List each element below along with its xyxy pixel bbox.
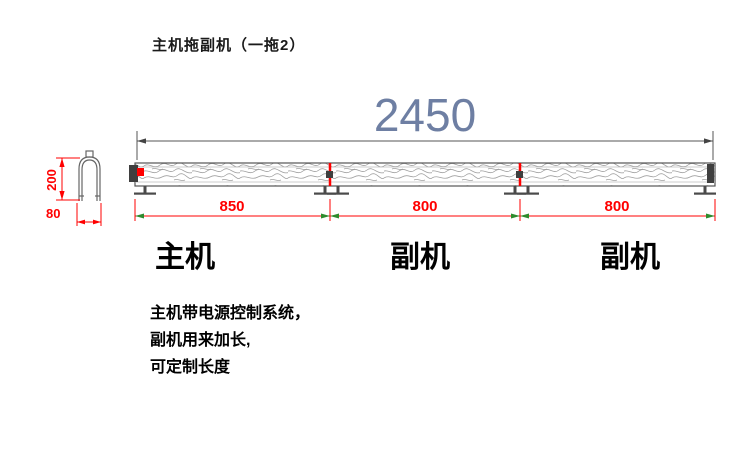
note-line-3: 可定制长度 <box>150 359 231 376</box>
dim-segment-1-value: 850 <box>219 198 245 215</box>
joint-connector-2 <box>516 171 523 178</box>
end-view-inner <box>81 159 98 201</box>
label-aux-unit-1: 副机 <box>390 241 450 274</box>
power-connector <box>137 168 144 176</box>
note-line-2: 副机用来加长, <box>150 332 251 349</box>
label-aux-unit-2: 副机 <box>600 241 660 274</box>
end-view-outer <box>78 156 101 201</box>
dim-overall-value: 2450 <box>373 89 477 141</box>
dim-height-lines <box>56 157 80 201</box>
end-view <box>78 150 101 201</box>
beam-assembly <box>129 162 716 187</box>
drive-head <box>129 165 138 182</box>
right-end-cap <box>707 164 714 183</box>
beam-body <box>134 162 716 187</box>
dim-segment-3-value: 800 <box>604 198 630 215</box>
dim-height-value: 200 <box>44 169 59 191</box>
dim-chain-lines <box>134 199 716 221</box>
machine-feet <box>134 186 716 195</box>
dim-width-lines <box>76 203 102 226</box>
dim-overall-lines <box>136 131 714 160</box>
end-view-top-knob <box>85 150 94 158</box>
label-main-unit: 主机 <box>155 241 215 274</box>
diagram-title: 主机拖副机（一拖2） <box>152 37 306 54</box>
notes-block: 主机带电源控制系统， 副机用来加长, 可定制长度 <box>150 300 310 381</box>
joint-connector-1 <box>326 171 333 178</box>
note-line-1: 主机带电源控制系统， <box>150 305 311 322</box>
dim-width-value: 80 <box>46 206 61 221</box>
dim-segment-2-value: 800 <box>412 198 438 215</box>
